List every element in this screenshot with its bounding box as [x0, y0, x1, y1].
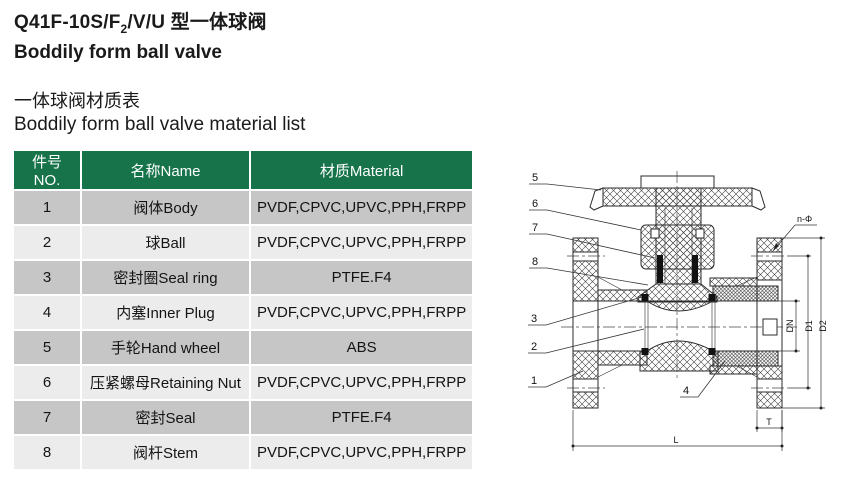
table-cell: 内塞Inner Plug: [82, 296, 249, 329]
table-cell: PTFE.F4: [251, 261, 473, 294]
table-cell: 阀体Body: [82, 191, 249, 224]
dim-l: L: [673, 435, 678, 445]
table-cell: 密封圈Seal ring: [82, 261, 249, 294]
material-list-title-cn: 一体球阀材质表: [14, 91, 140, 111]
valve-cross-section-diagram: 5 6 7 8 3 2 1 4 n-Φ DN: [528, 171, 828, 451]
section-heading: 一体球阀材质表 Boddily form ball valve material…: [14, 90, 305, 137]
material-list-title-en: Boddily form ball valve material list: [14, 114, 306, 135]
inner-plug: [712, 285, 779, 367]
dim-t: T: [766, 417, 772, 427]
table-cell: PVDF,CPVC,UPVC,PPH,FRPP: [251, 296, 473, 329]
table-cell: ABS: [251, 331, 473, 364]
table-cell: 4: [14, 296, 80, 329]
callout-2: 2: [531, 341, 537, 353]
title-block: Q41F-10S/F2/V/U 型一体球阀 Boddily form ball …: [14, 11, 267, 65]
handwheel-left-tip: [589, 187, 604, 211]
dim-d1: D1: [804, 320, 814, 332]
right-flange: [736, 237, 783, 409]
table-cell: PTFE.F4: [251, 401, 473, 434]
callout-8: 8: [532, 256, 538, 268]
table-cell: 3: [14, 261, 80, 294]
model-prefix: Q41F-10S/F: [14, 12, 121, 33]
dim-dn: DN: [785, 320, 795, 333]
callout-7: 7: [532, 222, 538, 234]
ball-cradle: [639, 340, 719, 372]
column-header: 名称Name: [82, 151, 249, 189]
left-flange: [572, 237, 623, 409]
callout-6: 6: [532, 198, 538, 210]
callout-4: 4: [683, 385, 689, 397]
table-cell: 球Ball: [82, 226, 249, 259]
table-cell: 密封Seal: [82, 401, 249, 434]
dim-d2: D2: [818, 320, 828, 332]
table-cell: 2: [14, 226, 80, 259]
page-title: Q41F-10S/F2/V/U 型一体球阀: [14, 11, 267, 41]
callout-3: 3: [531, 313, 537, 325]
callouts: 5 6 7 8 3 2 1 4: [528, 172, 726, 398]
handwheel-boss: [640, 175, 715, 188]
page-subtitle: Boddily form ball valve: [14, 41, 222, 63]
ball: [641, 294, 716, 357]
bonnet-cone: [637, 283, 718, 303]
callout-1: 1: [531, 375, 537, 387]
table-cell: 6: [14, 366, 80, 399]
column-header: 件号NO.: [14, 151, 80, 189]
table-cell: 手轮Hand wheel: [82, 331, 249, 364]
model-suffix: /V/U 型一体球阀: [127, 12, 267, 33]
handwheel-right-tip: [751, 187, 766, 211]
table-cell: 1: [14, 191, 80, 224]
bore-end-socket: [762, 318, 778, 336]
dim-bolt-holes: n-Φ: [797, 214, 812, 224]
table-cell: 7: [14, 401, 80, 434]
seat-lines: [644, 295, 716, 357]
table-cell: 5: [14, 331, 80, 364]
stem-seal-left: [657, 255, 663, 283]
stem-seal-right: [692, 255, 698, 283]
dimensions: n-Φ DN D1 D2 T L: [571, 214, 828, 451]
column-header: 材质Material: [251, 151, 473, 189]
table-cell: PVDF,CPVC,UPVC,PPH,FRPP: [251, 436, 473, 469]
table-cell: 压紧螺母Retaining Nut: [82, 366, 249, 399]
table-cell: PVDF,CPVC,UPVC,PPH,FRPP: [251, 366, 473, 399]
table-cell: PVDF,CPVC,UPVC,PPH,FRPP: [251, 226, 473, 259]
table-cell: 8: [14, 436, 80, 469]
model-subscript: 2: [120, 21, 128, 36]
table-cell: 阀杆Stem: [82, 436, 249, 469]
callout-5: 5: [532, 172, 538, 184]
retaining-nut: [640, 224, 715, 270]
table-cell: PVDF,CPVC,UPVC,PPH,FRPP: [251, 191, 473, 224]
